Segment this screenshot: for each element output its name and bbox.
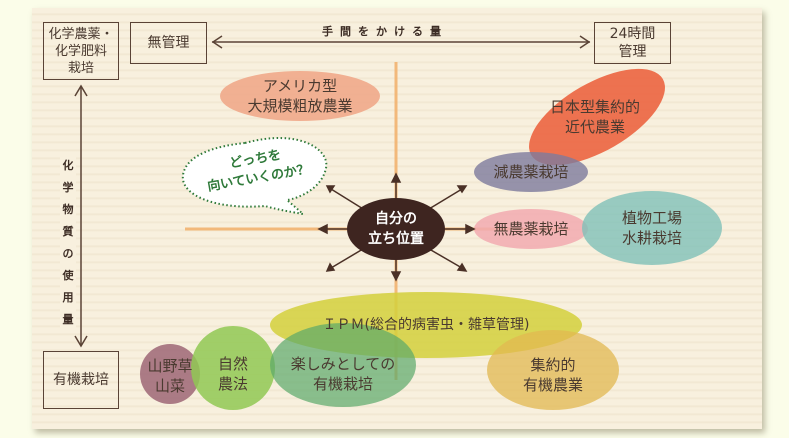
center-line1: 自分の [375, 211, 417, 227]
vertical-axis-label: 化 学 物 質 の 使 用 量 [60, 155, 76, 331]
vertical-axis-char: 量 [62, 313, 74, 326]
axis-arrowhead-up [74, 84, 88, 97]
blob-no-pesticide [474, 209, 588, 249]
box-organic-label: 有機栽培 [53, 371, 109, 388]
axis-arrowhead-down [74, 335, 88, 348]
label-america: アメリカ型 大規模粗放農業 [220, 76, 380, 116]
label-ipm: ＩＰＭ(総合的病害虫・雑草管理) [286, 315, 566, 335]
vertical-axis-char: 使 [62, 269, 74, 282]
label-reduced-line1: 減農薬栽培 [493, 163, 569, 181]
label-natural: 自然 農法 [203, 354, 263, 394]
box-24h-line2: 管理 [618, 44, 647, 60]
label-plant-factory-line2: 水耕栽培 [621, 229, 682, 247]
label-japan-line1: 日本型集約的 [549, 98, 640, 116]
box-chemical-line3: 栽培 [67, 60, 94, 76]
vertical-axis-char: 物 [62, 203, 74, 216]
label-america-line2: 大規模粗放農業 [247, 97, 353, 115]
blob-japan [529, 68, 665, 166]
label-wild: 山野草 山菜 [140, 356, 200, 396]
label-japan-line2: 近代農業 [564, 118, 625, 136]
label-hobby: 楽しみとしての 有機栽培 [278, 354, 408, 394]
label-hobby-line2: 有機栽培 [312, 375, 373, 393]
box-chemical-farming: 化学農薬・ 化学肥料 栽培 [43, 22, 119, 80]
blob-plant-factory [582, 191, 722, 265]
box-no-management-label: 無管理 [147, 34, 190, 51]
vertical-axis-char: 化 [62, 159, 74, 172]
label-natural-line1: 自然 [217, 355, 248, 373]
label-reduced: 減農薬栽培 [476, 162, 586, 182]
center-position-label: 自分の 立ち位置 [356, 209, 436, 249]
box-chemical-line1: 化学農薬・ [48, 26, 114, 42]
box-24h-management: 24時間 管理 [594, 22, 671, 64]
blob-wild [140, 344, 200, 404]
blob-natural [191, 326, 275, 410]
label-hobby-line1: 楽しみとしての [290, 355, 396, 373]
box-chemical-line2: 化学肥料 [54, 43, 107, 59]
blob-america [220, 71, 380, 121]
label-natural-line2: 農法 [217, 375, 248, 393]
box-no-management: 無管理 [130, 22, 207, 64]
label-no-pesticide-line1: 無農薬栽培 [493, 220, 569, 238]
label-intensive-organic: 集約的 有機農業 [503, 355, 603, 395]
vertical-axis-char: 用 [62, 291, 74, 304]
horizontal-axis-label: 手間をかける量 [322, 25, 448, 38]
blob-hobby [270, 323, 416, 407]
label-intensive-organic-line2: 有機農業 [522, 376, 583, 394]
vertical-axis-char: の [62, 247, 74, 260]
vertical-axis-char: 質 [62, 225, 74, 238]
speech-bubble [181, 137, 328, 216]
label-plant-factory-line1: 植物工場 [621, 209, 682, 227]
axis-arrowhead-right [579, 35, 591, 49]
label-plant-factory: 植物工場 水耕栽培 [602, 208, 702, 248]
label-ipm-line1: ＩＰＭ(総合的病害虫・雑草管理) [322, 317, 530, 333]
vertical-axis-char: 学 [62, 181, 74, 194]
label-no-pesticide: 無農薬栽培 [476, 219, 586, 239]
label-wild-line2: 山菜 [154, 377, 185, 395]
center-line2: 立ち位置 [368, 231, 424, 247]
center-position-ellipse [347, 198, 445, 260]
blob-intensive-organic [487, 330, 619, 410]
label-america-line1: アメリカ型 [262, 77, 338, 95]
axis-arrowhead-left [211, 35, 223, 49]
blob-reduced [474, 152, 588, 192]
label-wild-line1: 山野草 [147, 357, 193, 375]
label-intensive-organic-line1: 集約的 [530, 356, 576, 374]
box-organic: 有機栽培 [43, 351, 119, 409]
box-24h-line1: 24時間 [609, 26, 656, 42]
label-japan: 日本型集約的 近代農業 [530, 97, 660, 137]
